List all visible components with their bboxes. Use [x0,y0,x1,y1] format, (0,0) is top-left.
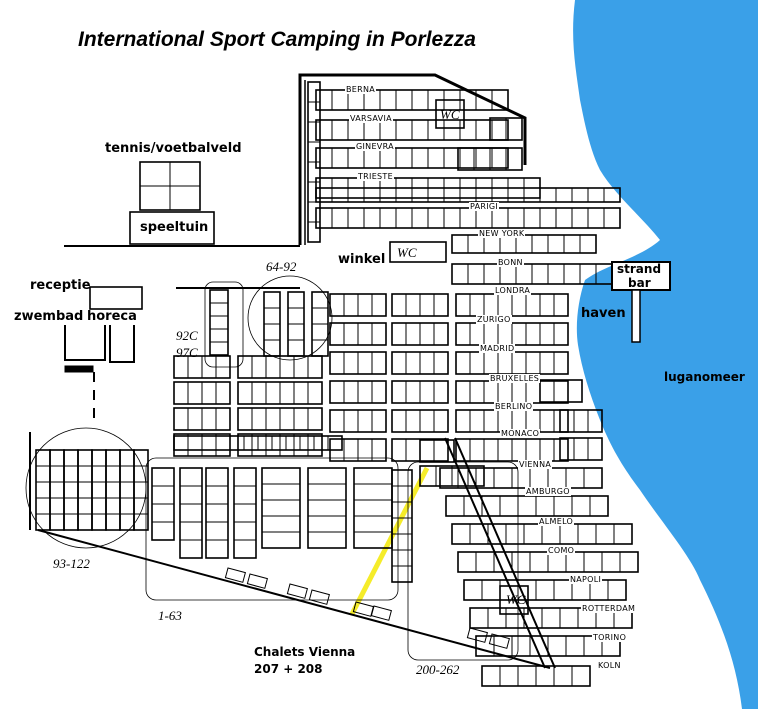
pool-outline [64,325,106,361]
street-monaco: MONACO [500,429,541,438]
street-berna: BERNA [345,85,377,94]
zone-92c-label: 92C [176,328,198,343]
chalets-label-1: Chalets Vienna [254,645,356,659]
street-ginevra: GINEVRA [355,142,395,151]
street-berlino: BERLINO [494,402,534,411]
south-plot-row-4 [463,579,627,601]
wc-label-south: WC [506,592,526,607]
lake-label: luganomeer [664,370,745,384]
chalet [370,605,392,621]
chalet [224,567,246,583]
south-plot-row-1 [445,495,609,517]
street-bonn: BONN [497,258,524,267]
shop-label: winkel [338,252,386,267]
beach-bar-box [611,261,671,291]
beach-bar-label-2: bar [628,276,651,290]
zone-93-122-column [77,449,93,531]
parigi-row [315,207,621,229]
wc-center-box [389,241,447,263]
north-boundary [298,73,527,245]
zone-1-63-double-col [353,467,393,549]
wc-south-box [499,585,529,615]
street-parigi: PARIGI [469,202,500,211]
zone-64-92-label: 64-92 [266,259,297,274]
trieste-long-row [315,187,621,203]
bruxelles-east-row [539,379,583,403]
zone-200-262-frame [407,461,519,661]
lake-luganomeer [573,0,758,709]
zone-93-122-circle [25,427,147,549]
wc-label-center: WC [397,245,417,260]
zone-200-262-label: 200-262 [416,662,460,677]
zone-1-63-col-2 [179,467,203,559]
zone-92c-plots [209,289,229,356]
zone-92c-frame [204,281,244,368]
harbour-label: haven [581,306,626,321]
reception-label: receptie [30,278,91,293]
south-plot-row-5 [469,607,633,629]
zone-64-92-circle [247,275,333,361]
zone-93-122-column [105,449,121,531]
chalet [466,627,488,643]
street-como: COMO [547,546,576,555]
street-amburgo: AMBURGO [525,487,571,496]
street-new-york: NEW YORK [478,229,526,238]
map-title: International Sport Camping in Porlezza [78,28,476,51]
street-napoli: NAPOLI [569,575,603,584]
south-plot-row-0 [439,467,603,489]
pool-label: zwembad [14,309,84,324]
reception-building [89,286,143,310]
zone-93-122-column [35,449,51,531]
street-torino: TORINO [592,633,628,642]
catering-outline [109,325,135,363]
playground-label: speeltuin [140,220,209,235]
street-rotterdam: ROTTERDAM [581,604,637,613]
zone-1-63-label: 1-63 [158,608,182,623]
catering-label: horeca [87,309,137,324]
chalet [246,573,268,589]
chalets-label-2: 207 + 208 [254,662,323,676]
zone-93-122-column [119,449,135,531]
chalet-vienna-box [419,439,455,463]
berlino-east-row [559,409,603,433]
playground-box [129,211,215,245]
south-west-column [391,469,413,583]
street-zurigo: ZURIGO [476,315,512,324]
street-almelo: ALMELO [538,517,575,526]
street-londra: LONDRA [494,286,532,295]
street-vienna: VIENNA [518,460,553,469]
zone-1-63-double-col [307,467,347,549]
street-madrid: MADRID [479,344,516,353]
monaco-east-row [559,437,603,461]
diagonal-road-east-2 [444,437,546,669]
entrance-gate [64,365,94,373]
street-varsavia: VARSAVIA [349,114,393,123]
zone-97c-label: 97C [176,345,198,360]
street-bruxelles: BRUXELLES [489,374,541,383]
street-trieste: TRIESTE [357,172,394,181]
zone-1-63-col-4 [233,467,257,559]
wc-label-north: WC [440,107,460,122]
harbour-pier [631,289,641,343]
wc-north-box [435,99,465,129]
chalet [488,633,510,649]
zone-1-63-frame [145,457,399,601]
zone-1-63-col-3 [205,467,229,559]
zone-93-122-label: 93-122 [53,556,90,571]
zone-93-122-column [63,449,79,531]
chalet [286,583,308,599]
chalets-pointer-line [349,466,430,616]
zone-1-63-double-col [261,467,301,549]
chalet [308,589,330,605]
zone-93-122-column [133,449,149,531]
beach-bar-label-1: strand [617,262,662,276]
street-koln: KOLN [597,661,622,670]
diagonal-road-east-1 [454,437,556,669]
tennis-label: tennis/voetbalveld [105,141,242,156]
zone-93-122-column [91,449,107,531]
zone-93-122-column [49,449,65,531]
southern-boundary [37,529,551,669]
